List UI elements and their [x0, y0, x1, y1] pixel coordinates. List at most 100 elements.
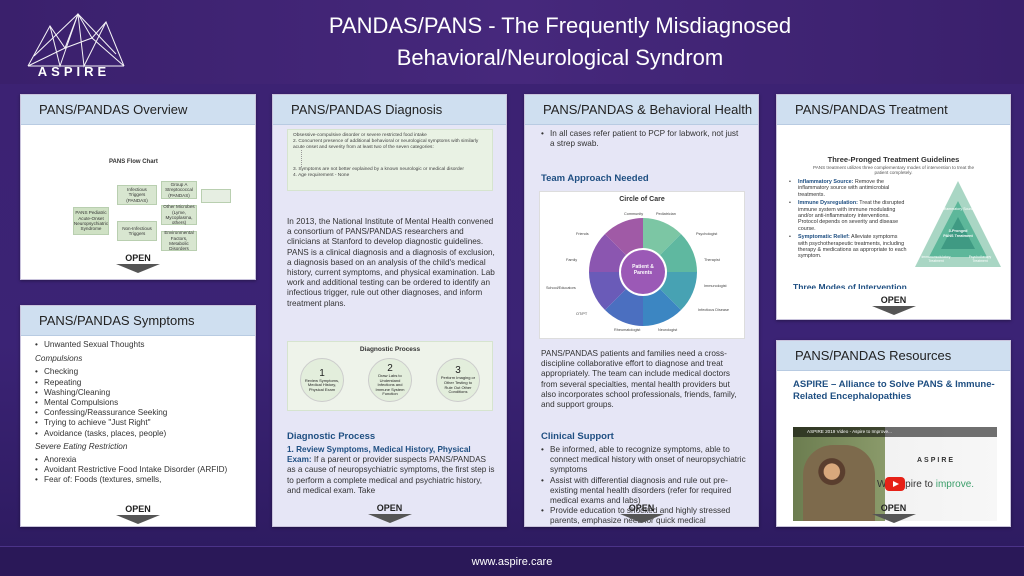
circle-of-care-image: Circle of Care Patient & Parents Communi… — [539, 191, 745, 339]
play-button-icon[interactable] — [885, 477, 905, 491]
overview-card-title: PANS/PANDAS Overview — [21, 95, 255, 125]
criteria-spacer — [301, 150, 487, 168]
treatment-card-title: PANS/PANDAS Treatment — [777, 95, 1010, 125]
three-modes-heading: Three Modes of Intervention — [793, 283, 907, 289]
circle-of-care-wheel — [589, 218, 697, 326]
treatment-item-bold: Inflammatory Source: — [798, 179, 854, 185]
behavioral-card-body: In all cases refer patient to PCP for la… — [525, 125, 758, 526]
flow-box-side — [201, 189, 231, 203]
treatment-item-bold: Immune Dysregulation: — [798, 200, 858, 207]
down-arrow-icon — [116, 515, 160, 524]
compulsions-heading: Compulsions — [35, 354, 83, 364]
diagnostic-process-title: Diagnostic Process — [359, 346, 421, 353]
flow-box-infectious: Infectious Triggers (PANDAS) — [117, 185, 157, 205]
list-item: Avoidant Restrictive Food Intake Disorde… — [35, 465, 241, 475]
behavioral-card[interactable]: PANS/PANDAS & Behavioral Health In all c… — [524, 94, 759, 527]
video-title-bar: ASPIRE 2019 Video - Aspire to Improve... — [793, 427, 997, 437]
list-item: Be informed, able to recognize symptoms,… — [541, 445, 747, 476]
overview-open-button[interactable]: OPEN — [116, 253, 160, 273]
diagnostic-criteria-image: Obsessive-compulsive disorder or severe … — [287, 129, 493, 191]
resources-open-button[interactable]: OPEN — [871, 503, 916, 523]
circle-label: Infectious Disease — [698, 308, 730, 312]
triangle-top-label: Inflammatory Source — [941, 207, 975, 211]
list-item: Immune Dysregulation: Treat the disrupte… — [789, 200, 907, 232]
circle-of-care-title: Circle of Care — [619, 196, 665, 203]
flow-box-environmental: Environmental Factors, Metabolic Disorde… — [161, 230, 197, 251]
circle-label: Rheumatologist — [614, 328, 641, 332]
resources-card-title: PANS/PANDAS Resources — [777, 341, 1010, 371]
treatment-guide-subtitle: PANS treatment utilizes three complement… — [812, 165, 975, 176]
open-label: OPEN — [125, 253, 151, 263]
treatment-item-bold: Symptomatic Relief: — [798, 234, 850, 241]
down-arrow-icon — [116, 264, 160, 273]
diagnosis-card-title: PANS/PANDAS Diagnosis — [273, 95, 506, 125]
open-label: OPEN — [880, 503, 907, 513]
treatment-triangle-diagram — [915, 181, 1001, 267]
overview-card[interactable]: PANS/PANDAS Overview PANS Flow Chart PAN… — [20, 94, 256, 280]
title-line-2: Behavioral/Neurological Syndrom — [396, 45, 724, 70]
step-number: 3 — [455, 365, 461, 377]
diagnostic-step-1-text: 1. Review Symptoms, Medical History, Phy… — [287, 445, 495, 496]
video-brand: ASPIRE — [917, 457, 956, 464]
diagnostic-process-image: Diagnostic Process 1 Review Symptoms, Me… — [287, 341, 493, 411]
list-item: Confessing/Reassurance Seeking — [35, 408, 241, 418]
flow-box-other-microbes: Other Microbes (Lyme, Mycoplasma, others… — [161, 204, 197, 225]
list-item: Assist with differential diagnosis and r… — [541, 476, 747, 507]
flow-chart-title: PANS Flow Chart — [109, 159, 158, 165]
triangle-right-label: Psychotherapy Treatment — [968, 255, 992, 263]
circle-label: Friends — [576, 232, 589, 236]
circle-label: Family — [566, 258, 578, 262]
open-label: OPEN — [376, 503, 403, 513]
circle-label: Immunologist — [704, 284, 727, 288]
list-item: Repeating — [35, 378, 241, 388]
treatment-guide-title: Three-Pronged Treatment Guidelines — [827, 155, 960, 164]
treatment-card[interactable]: PANS/PANDAS Treatment Three-Pronged Trea… — [776, 94, 1011, 320]
list-item: Avoidance (tasks, places, people) — [35, 429, 241, 439]
step-text: Review Symptoms, Medical History, Physic… — [304, 377, 340, 392]
diagnostic-step-1: 1 Review Symptoms, Medical History, Phys… — [300, 358, 344, 402]
treatment-card-body: Three-Pronged Treatment Guidelines PANS … — [777, 125, 1010, 319]
list-item: Trying to achieve "Just Right" — [35, 418, 241, 428]
list-item: Anorexia — [35, 455, 241, 465]
video-text-post: improve. — [935, 479, 975, 490]
overview-card-body: PANS Flow Chart PANS Pediatric Acute-Ons… — [21, 125, 255, 279]
list-item: Washing/Cleaning — [35, 388, 241, 398]
resources-org-name: ASPIRE – Alliance to Solve PANS & Immune… — [793, 379, 995, 402]
behavioral-open-button[interactable]: OPEN — [619, 503, 664, 523]
behavioral-paragraph: PANS/PANDAS patients and families need a… — [541, 349, 737, 410]
behavioral-card-title: PANS/PANDAS & Behavioral Health — [525, 95, 758, 125]
down-arrow-icon — [367, 514, 412, 523]
step-number: 2 — [387, 363, 393, 375]
circle-label: Psychologist — [696, 232, 718, 236]
diagnosis-open-button[interactable]: OPEN — [367, 503, 412, 523]
list-item: Checking — [35, 367, 241, 377]
diagnosis-card[interactable]: PANS/PANDAS Diagnosis Obsessive-compulsi… — [272, 94, 507, 527]
severe-eating-list: Anorexia Avoidant Restrictive Food Intak… — [35, 455, 241, 486]
circle-label: Community — [624, 212, 644, 216]
aspire-logo-icon — [27, 12, 125, 68]
step-number: 1 — [319, 367, 325, 379]
resources-card[interactable]: PANS/PANDAS Resources ASPIRE – Alliance … — [776, 340, 1011, 527]
list-item: Symptomatic Relief: Alleviate symptoms w… — [789, 234, 907, 260]
circle-label: Therapist — [704, 258, 720, 262]
video-embed[interactable]: ASPIRE 2019 Video - Aspire to Improve...… — [793, 427, 997, 521]
diagnostic-step-3: 3 Perform Imaging or Other Testing to Ru… — [436, 358, 480, 402]
symptoms-open-button[interactable]: OPEN — [116, 504, 160, 524]
criteria-line: 3. Symptoms are not better explained by … — [293, 167, 464, 173]
list-item: Fear of: Foods (textures, smells, — [35, 475, 241, 485]
play-triangle-icon — [893, 480, 899, 487]
step-1-body: If a parent or provider suspects PANS/PA… — [287, 455, 495, 495]
triangle-center-label: 3-Pronged PANS Treatment — [943, 229, 973, 238]
treatment-open-button[interactable]: OPEN — [871, 295, 916, 315]
treatment-item-text: Alleviate symptoms with psychotherapeuti… — [798, 234, 907, 260]
footer-url[interactable]: www.aspire.care — [0, 546, 1024, 576]
compulsions-list: Checking Repeating Washing/Cleaning Ment… — [35, 367, 241, 439]
step-text: Perform Imaging or Other Testing to Rule… — [440, 375, 476, 395]
team-approach-heading: Team Approach Needed — [541, 173, 649, 184]
symptoms-card[interactable]: PANS/PANDAS Symptoms Unwanted Sexual Tho… — [20, 305, 256, 527]
circle-label: School/Educators — [546, 286, 576, 290]
flow-box-pans: PANS Pediatric Acute-Onset Neuropsychiat… — [73, 207, 109, 235]
list-item: Unwanted Sexual Thoughts — [35, 340, 241, 350]
diagnostic-process-heading: Diagnostic Process — [287, 431, 376, 442]
diagnostic-step-2: 2 Draw Labs to Understand Infections and… — [368, 358, 412, 402]
